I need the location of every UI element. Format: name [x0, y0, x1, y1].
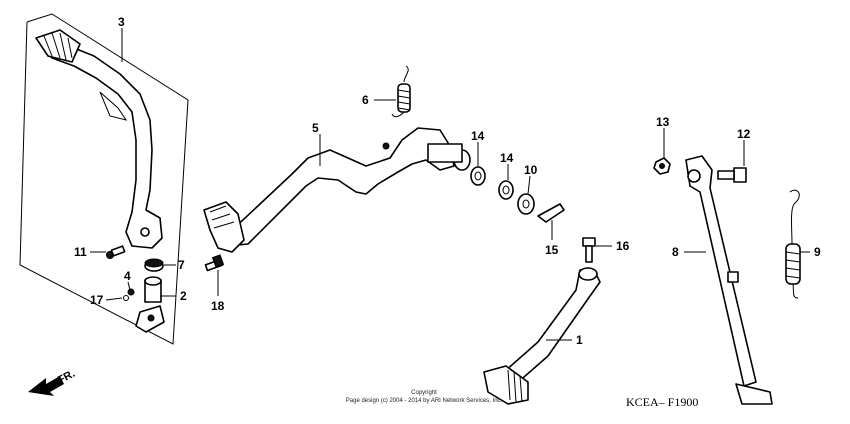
kick-starter-group	[19, 13, 189, 345]
brake-pedal	[203, 127, 471, 253]
callout-14-b: 14	[500, 151, 514, 165]
washer-10	[517, 193, 535, 215]
clip-15	[537, 203, 565, 223]
copyright-line-1: Copyright	[411, 390, 437, 396]
bolt-11	[106, 245, 126, 259]
front-arrow-icon	[28, 376, 64, 396]
callout-1: 1	[576, 333, 583, 347]
copyright-line-2: Page design (c) 2004 - 2014 by ARI Netwo…	[346, 398, 503, 404]
side-stand	[653, 155, 773, 405]
kick-starter-arm	[39, 35, 163, 249]
diagram-code: KCEA– F1900	[626, 395, 698, 409]
kick-grip	[35, 29, 81, 63]
callout-18: 18	[211, 299, 225, 313]
callouts: 3 5 6 14 14 10 15 16 1 11 7 4 2 17 18 13…	[74, 15, 821, 347]
pin-4	[127, 288, 135, 296]
callout-14-a: 14	[471, 129, 485, 143]
callout-7: 7	[178, 258, 185, 272]
shift-pedal-rubber	[483, 365, 529, 405]
spring-9	[785, 189, 801, 299]
callout-15: 15	[545, 243, 559, 257]
callout-8: 8	[672, 245, 679, 259]
callout-2: 2	[180, 289, 187, 303]
callout-16: 16	[616, 239, 630, 253]
group-outline	[19, 13, 189, 345]
callout-9: 9	[814, 245, 821, 259]
bolt-18	[204, 254, 225, 272]
spring-hook-hole	[382, 142, 390, 150]
pedal-pivot-shaft	[427, 143, 463, 163]
washer-14-b	[498, 180, 514, 200]
brake-pedal-arm	[225, 127, 455, 247]
side-stand-pin	[727, 271, 739, 283]
washer-17	[123, 295, 129, 301]
callout-17: 17	[90, 293, 104, 307]
callout-11: 11	[74, 245, 87, 259]
callout-13: 13	[656, 115, 670, 129]
callout-3: 3	[118, 15, 125, 29]
side-stand-foot	[735, 383, 773, 405]
spring-6	[391, 65, 411, 118]
shift-pedal-arm	[503, 269, 601, 385]
pivot-2	[135, 276, 165, 333]
brake-pedal-pad	[203, 201, 245, 253]
front-label: FR.	[56, 368, 77, 387]
shift-pedal	[483, 237, 601, 405]
arm-bolt-hole	[140, 227, 150, 237]
front-direction-indicator: FR.	[28, 368, 77, 396]
callout-6: 6	[362, 93, 369, 107]
side-stand-leg	[685, 155, 757, 387]
bolt-12	[733, 167, 747, 183]
callout-5: 5	[312, 121, 319, 135]
callout-4: 4	[124, 269, 131, 283]
shift-pedal-boss	[578, 267, 598, 281]
collar-7	[144, 258, 164, 272]
washer-14-a	[470, 166, 486, 186]
leader-lines	[90, 28, 810, 341]
bolt-16	[582, 237, 596, 247]
callout-12: 12	[737, 127, 751, 141]
arm-rib	[99, 91, 128, 121]
callout-10: 10	[524, 163, 538, 177]
